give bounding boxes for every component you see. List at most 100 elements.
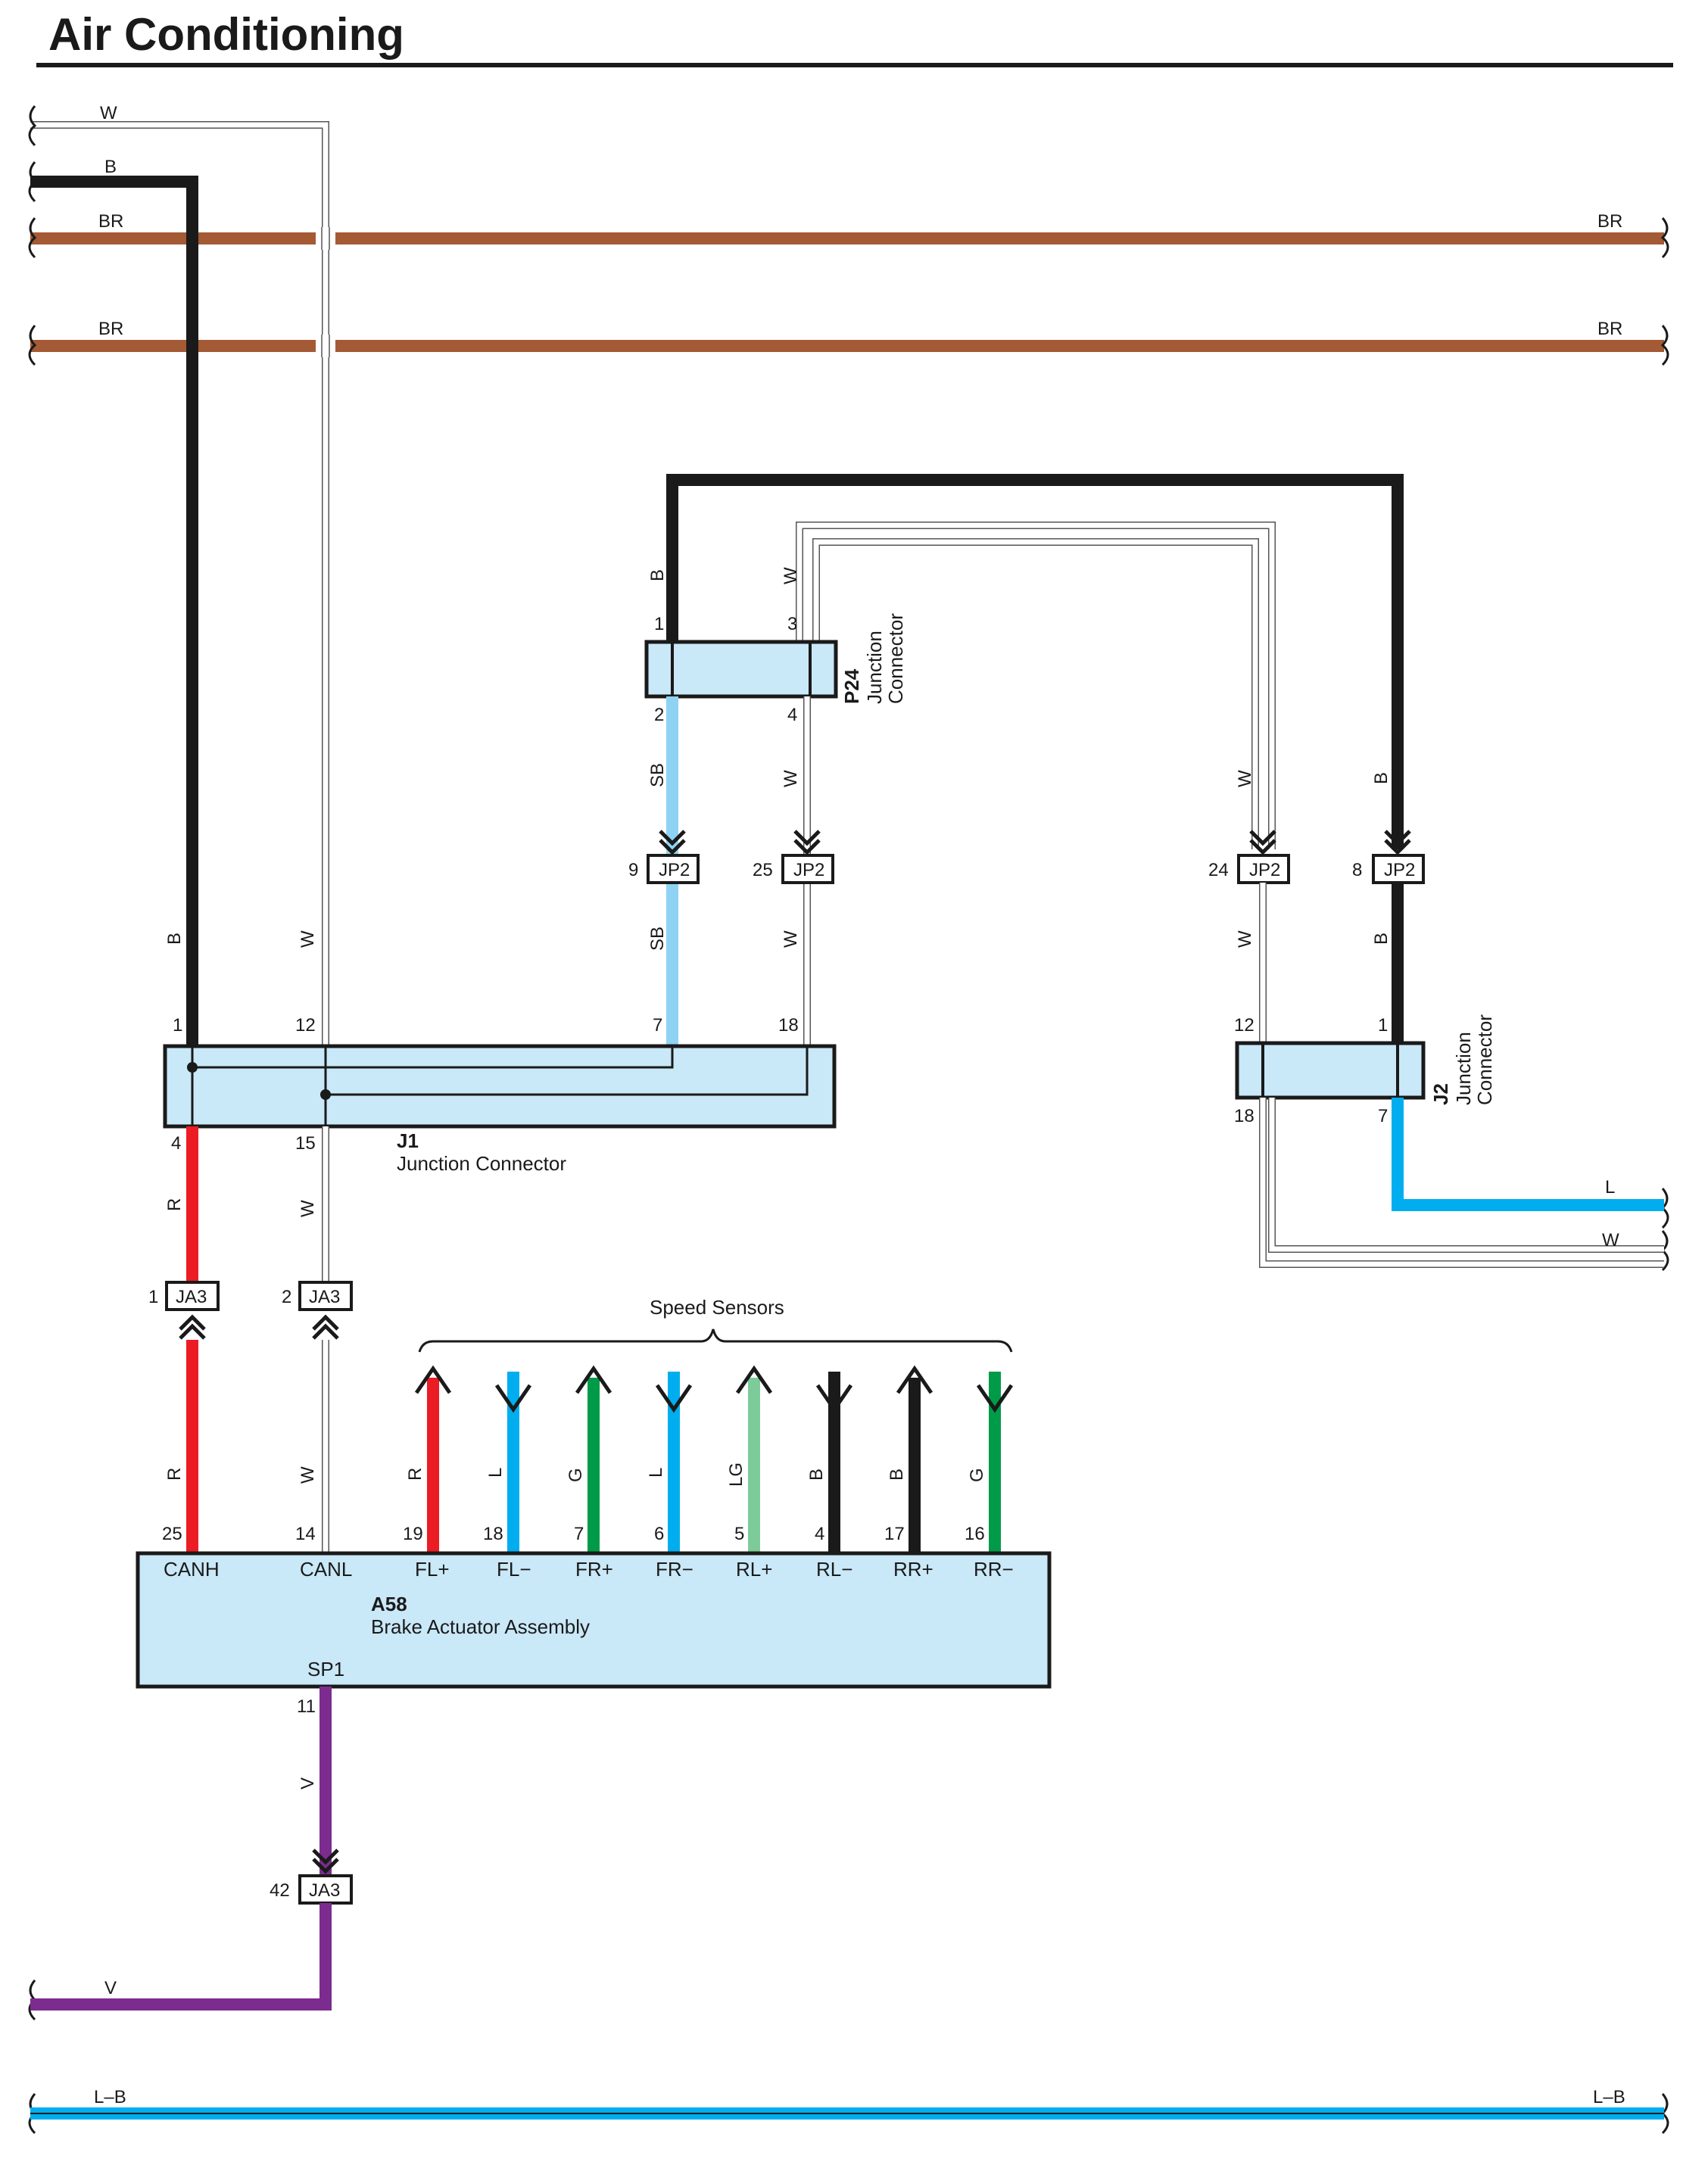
ja3-junctions-top: [165, 1281, 353, 1340]
svg-text:4: 4: [815, 1524, 824, 1544]
svg-text:18: 18: [483, 1524, 503, 1544]
jp2-9-id: JP2: [659, 860, 690, 880]
svg-text:CANH: CANH: [164, 1558, 220, 1581]
wire-w-top: [30, 121, 329, 1046]
svg-text:RL+: RL+: [736, 1558, 772, 1581]
speed-sensor-wires: [414, 1365, 1014, 1553]
a58-terminal-names: CANH CANL FL+ FL− FR+ FR− RL+ RL− RR+ RR…: [164, 1558, 1014, 1581]
j1-pin-7: 7: [653, 1015, 662, 1036]
jp2-24-id: JP2: [1249, 860, 1280, 880]
p24-wire-label-b: B: [647, 569, 668, 581]
wire-w-loop: [796, 522, 1276, 849]
wire-w-j2-out: [1259, 1098, 1664, 1268]
p24-pin-4: 4: [787, 705, 797, 725]
p24-pin-1: 1: [654, 614, 664, 634]
wire-w-over-br: [316, 227, 335, 357]
connector-j2: [1235, 1041, 1426, 1100]
svg-text:B: B: [887, 1469, 907, 1481]
wire-label-br1-left: BR: [98, 211, 123, 232]
p24-wire-label-w-out: W: [781, 770, 801, 787]
j1-wire-label-r: R: [164, 1198, 185, 1211]
svg-text:L: L: [646, 1468, 666, 1478]
ja3-1-pin: 1: [148, 1287, 158, 1307]
j2-desc-1: Junction: [1452, 1032, 1475, 1105]
p24-desc-2: Connector: [884, 613, 907, 704]
j2-desc-2: Connector: [1473, 1014, 1496, 1105]
ja3-2-pin: 2: [282, 1287, 291, 1307]
j2-name: J2: [1429, 1083, 1452, 1105]
svg-text:RL−: RL−: [816, 1558, 852, 1581]
ja3-42-id: JA3: [309, 1880, 340, 1901]
j2-wire-label-b-mid: B: [1371, 933, 1392, 945]
svg-text:17: 17: [884, 1524, 905, 1544]
j2-wire-label-w-mid: W: [1235, 930, 1255, 948]
svg-text:7: 7: [574, 1524, 584, 1544]
svg-text:R: R: [405, 1468, 425, 1481]
j1-name: J1: [397, 1129, 419, 1152]
svg-text:CANL: CANL: [300, 1558, 352, 1581]
j1-wire-label-b: B: [164, 933, 185, 945]
a58-pin-11: 11: [297, 1696, 316, 1717]
j2-pin-7: 7: [1378, 1106, 1388, 1126]
wire-w-j2-out-2: [1268, 1098, 1664, 1253]
svg-text:G: G: [566, 1468, 586, 1482]
j1-pin-18: 18: [778, 1015, 799, 1036]
wire-label-lb-left: L–B: [94, 2087, 126, 2107]
a58-sp1: SP1: [307, 1658, 344, 1680]
j1-wire-label-sb: SB: [647, 927, 668, 951]
svg-text:FR−: FR−: [656, 1558, 693, 1581]
j2-wire-label-b-in: B: [1371, 772, 1392, 784]
j2-wire-label-w-out: W: [1602, 1230, 1619, 1251]
jp2-9-pin: 9: [628, 860, 638, 880]
connector-p24: [644, 640, 838, 699]
p24-pin-3: 3: [787, 614, 797, 634]
jp2-8-id: JP2: [1384, 860, 1415, 880]
j2-wire-label-w-in: W: [1235, 770, 1255, 787]
j2-pin-12: 12: [1234, 1015, 1255, 1036]
connector-j1: [163, 1044, 837, 1129]
svg-text:FR+: FR+: [575, 1558, 613, 1581]
wire-label-b-top: B: [104, 157, 117, 177]
svg-text:RR+: RR+: [893, 1558, 933, 1581]
svg-text:5: 5: [734, 1524, 744, 1544]
j1-wire-label-w3: W: [298, 1200, 318, 1217]
svg-text:14: 14: [295, 1524, 316, 1544]
svg-text:16: 16: [965, 1524, 985, 1544]
svg-text:B: B: [806, 1469, 827, 1481]
svg-text:G: G: [967, 1468, 987, 1482]
j1-pin-1: 1: [173, 1015, 182, 1036]
svg-text:RR−: RR−: [974, 1558, 1014, 1581]
svg-text:R: R: [164, 1468, 185, 1481]
svg-text:25: 25: [162, 1524, 182, 1544]
svg-text:FL+: FL+: [415, 1558, 450, 1581]
ja3-1-id: JA3: [176, 1287, 207, 1307]
speed-sensors-label: Speed Sensors: [650, 1296, 784, 1319]
wire-label-br1-right: BR: [1597, 211, 1622, 232]
p24-name: P24: [840, 668, 863, 704]
ja3-42-pin: 42: [270, 1880, 290, 1901]
wire-l-j2-out: [1392, 1098, 1664, 1211]
jp2-24-pin: 24: [1208, 860, 1229, 880]
a58-wire-label-v: V: [298, 1777, 318, 1789]
j2-pin-18: 18: [1234, 1106, 1255, 1126]
svg-text:FL−: FL−: [497, 1558, 531, 1581]
svg-text:L: L: [485, 1468, 506, 1478]
svg-text:6: 6: [654, 1524, 664, 1544]
jp2-8-pin: 8: [1352, 860, 1362, 880]
ja3-2-id: JA3: [309, 1287, 340, 1307]
jp2-25-pin: 25: [753, 860, 773, 880]
speed-sensors-brace: [418, 1328, 1013, 1353]
a58-name: A58: [371, 1593, 407, 1615]
p24-desc-1: Junction: [863, 631, 886, 704]
svg-text:LG: LG: [726, 1462, 746, 1487]
wire-v-bottom: [30, 1903, 332, 2011]
j1-pin-12: 12: [295, 1015, 316, 1036]
j1-desc: Junction Connector: [397, 1152, 566, 1175]
component-a58: [136, 1551, 1052, 1689]
a58-desc: Brake Actuator Assembly: [371, 1615, 590, 1638]
j2-pin-1: 1: [1378, 1015, 1388, 1036]
wire-label-lb-right: L–B: [1593, 2087, 1625, 2107]
p24-pin-2: 2: [654, 705, 664, 725]
svg-text:19: 19: [403, 1524, 423, 1544]
